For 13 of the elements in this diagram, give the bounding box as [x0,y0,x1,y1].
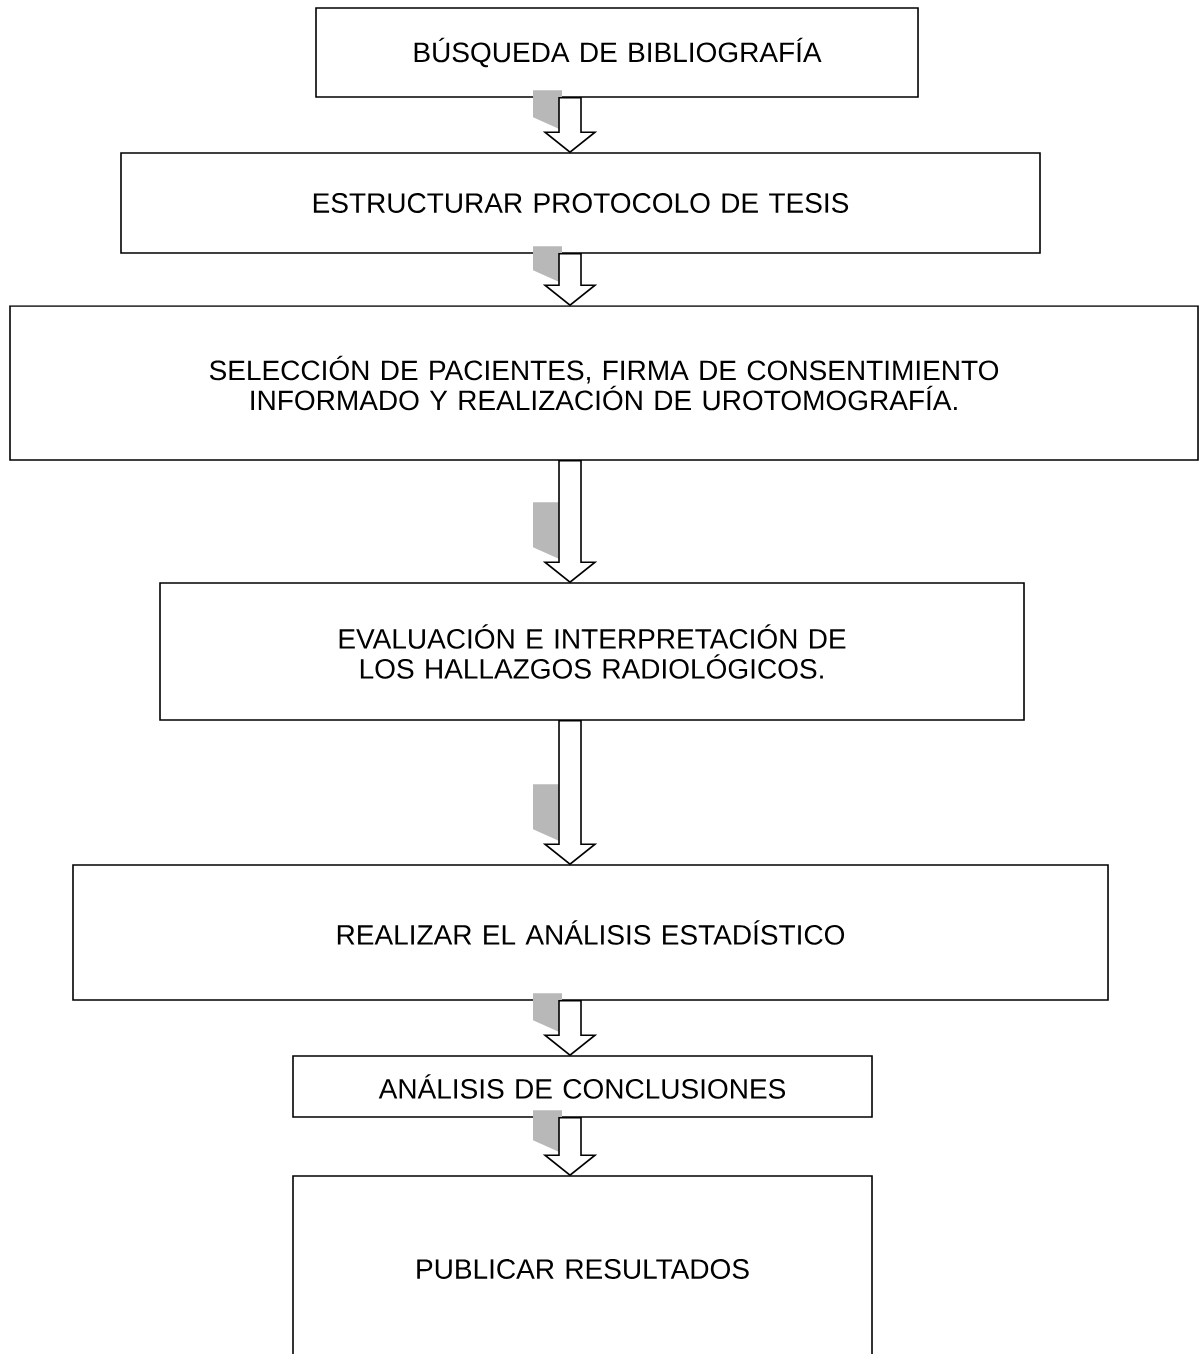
process-box: BÚSQUEDA DE BIBLIOGRAFÍA [315,7,919,98]
process-box: REALIZAR EL ANÁLISIS ESTADÍSTICO [72,864,1109,1001]
block-arrow [533,90,598,154]
block-arrow [533,1110,598,1177]
process-box: SELECCIÓN DE PACIENTES, FIRMA DE CONSENTIMIENTO INFORMADO Y REALIZACIÓN DE UROTOMOGRAFÍA. [9,305,1199,461]
process-box: PUBLICAR RESULTADOS [292,1175,873,1354]
process-box: ANÁLISIS DE CONCLUSIONES [292,1055,873,1118]
block-arrow [533,720,598,866]
process-box: ESTRUCTURAR PROTOCOLO DE TESIS [120,152,1041,254]
process-box: EVALUACIÓN E INTERPRETACIÓN DE LOS HALLAZGOS RADIOLÓGICOS. [159,582,1025,721]
block-arrow [533,460,598,584]
block-arrow [533,993,598,1057]
block-arrow [533,246,598,307]
